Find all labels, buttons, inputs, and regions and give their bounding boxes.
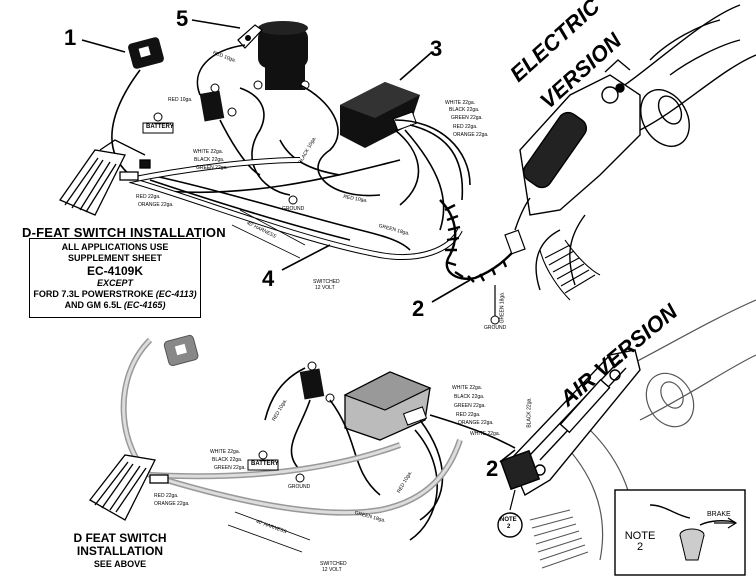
wire-label-top-switch-1: BLACK 22ga.	[194, 157, 225, 163]
callout-5: 5	[176, 6, 189, 31]
battery-label-bottom: BATTERY	[251, 461, 279, 467]
note2-box-label-1: NOTE	[624, 530, 656, 542]
pedal-bottom	[89, 454, 169, 521]
circuit-breaker-top	[199, 83, 237, 122]
ground-label-right: GROUND	[484, 325, 507, 331]
bottom-install-line1: D FEAT SWITCH	[73, 531, 167, 545]
note2-box-label-2: 2	[636, 541, 644, 553]
steering-column-top	[609, 4, 756, 147]
note2-inset-box	[614, 489, 746, 576]
switched-top-1: SWITCHED	[313, 279, 340, 285]
wire-label-bottom-module-4: ORANGE 22ga.	[458, 420, 494, 426]
box-code: EC-4109K	[86, 264, 144, 278]
circuit-breaker-bottom	[299, 361, 335, 403]
note2-circle-label-2: 2	[507, 524, 511, 530]
wire-label-bottom-switch-lower-1: ORANGE 22ga.	[154, 501, 190, 507]
wire-label-top-switch-2: GREEN 22ga.	[196, 165, 228, 171]
wire-label-bottom-module-3: RED 22ga.	[456, 412, 481, 418]
harness-top	[129, 157, 463, 261]
bottom-install-line2: INSTALLATION	[76, 544, 164, 558]
supplement-info-box: ALL APPLICATIONS USE SUPPLEMENT SHEET EC…	[29, 238, 201, 318]
wire-label-bottom-module-0: WHITE 22ga.	[452, 385, 483, 391]
ground-symbol-bottom	[295, 473, 305, 483]
box-ford-code: (EC-4113)	[155, 289, 197, 299]
wire-label-black-22ga: BLACK 22ga.	[526, 397, 533, 428]
callout-4: 4	[262, 266, 275, 291]
wire-label-green-18ga-b: GREEN 18ga.	[499, 291, 506, 324]
switched-bottom-1: SWITCHED	[320, 561, 347, 567]
wire-label-top-module-1: BLACK 22ga.	[449, 107, 480, 113]
note2-circle-label-1: NOTE	[500, 517, 517, 523]
wire-label-top-switch-0: WHITE 22ga.	[193, 149, 224, 155]
dfeat-install-title: D-FEAT SWITCH INSTALLATION	[22, 225, 226, 240]
wire-label-red-10ga-b: RED 10ga.	[168, 97, 193, 103]
wire-label-top-module-0: WHITE 22ga.	[445, 100, 476, 106]
wire-label-white-22ga: WHITE 22ga.	[470, 431, 501, 437]
wire-label-bottom-module-2: GREEN 22ga.	[454, 403, 486, 409]
wire-label-top-module-3: RED 22ga.	[453, 124, 478, 130]
brake-label: BRAKE	[707, 511, 731, 518]
battery-label-top: BATTERY	[146, 124, 174, 130]
box-except: EXCEPT	[96, 278, 133, 288]
callout-leaders	[81, 19, 516, 463]
bottom-install-line3: SEE ABOVE	[93, 559, 147, 569]
air-actuator	[499, 349, 641, 497]
steering-column-bottom	[559, 299, 756, 561]
solenoid	[237, 21, 310, 90]
wire-label-top-switch-lower-1: ORANGE 22ga.	[138, 202, 174, 208]
wire-label-top-module-4: ORANGE 22ga.	[453, 132, 489, 138]
wire-label-bottom-switch-lower-0: RED 22ga.	[154, 493, 179, 499]
control-module-bottom	[343, 371, 432, 441]
pedal-top	[59, 139, 151, 216]
battery-symbol-bottom	[247, 450, 279, 471]
electric-actuator	[519, 59, 641, 291]
harness-brackets	[227, 209, 311, 553]
ground-label-top: GROUND	[282, 206, 305, 212]
ground-label-bottom: GROUND	[288, 484, 311, 490]
note2-circle	[497, 489, 523, 538]
switched-top-2: 12 VOLT	[315, 285, 335, 291]
wire-label-bottom-switch-1: BLACK 22ga.	[212, 457, 243, 463]
callout-2-bottom: 2	[486, 456, 499, 481]
callout-2-top: 2	[412, 296, 425, 321]
wire-label-top-module-2: GREEN 22ga.	[451, 115, 483, 121]
vacuum-hose-bottom	[529, 509, 589, 569]
wire-label-bottom-switch-2: GREEN 22ga.	[214, 465, 246, 471]
box-line1: ALL APPLICATIONS USE	[61, 242, 169, 252]
ground-symbol-right	[490, 285, 500, 325]
ground-symbol-top	[288, 195, 298, 205]
box-gm: AND GM 6.5L	[64, 300, 122, 310]
box-gm-code: (EC-4165)	[123, 300, 166, 310]
connector-top	[504, 197, 531, 255]
dfeat-switch-top	[128, 37, 164, 69]
vacuum-hose-top	[539, 239, 601, 301]
wire-label-bottom-switch-0: WHITE 22ga.	[210, 449, 241, 455]
callout-1: 1	[64, 25, 77, 50]
switched-bottom-2: 12 VOLT	[322, 567, 342, 573]
wires-top	[111, 44, 471, 251]
wire-label-top-switch-lower-0: RED 22ga.	[136, 194, 161, 200]
harness-bottom	[120, 337, 463, 516]
wire-label-bottom-module-1: BLACK 22ga.	[454, 394, 485, 400]
box-line2: SUPPLEMENT SHEET	[67, 253, 162, 263]
dfeat-switch-bottom	[163, 334, 199, 367]
control-module-top	[340, 82, 420, 148]
coiled-cord	[439, 199, 516, 283]
bottom-install-title: D FEAT SWITCH INSTALLATION SEE ABOVE	[60, 532, 180, 571]
callout-3: 3	[430, 36, 443, 61]
box-ford: FORD 7.3L POWERSTROKE	[33, 289, 154, 299]
battery-symbol-top	[142, 112, 174, 134]
